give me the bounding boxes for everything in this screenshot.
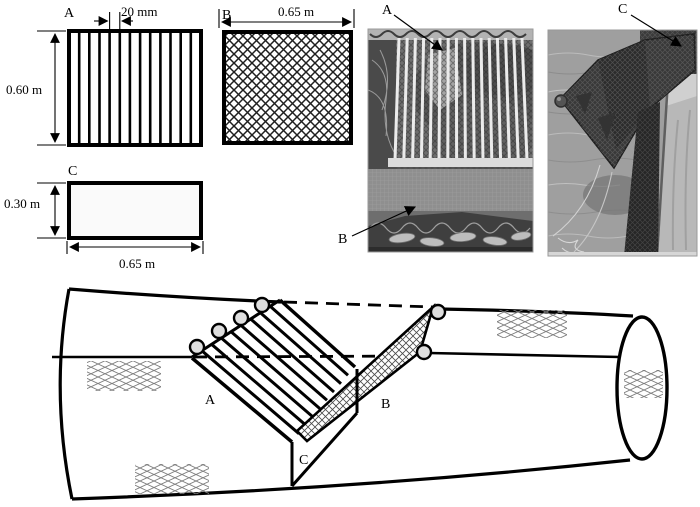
panel-c-label: C (68, 164, 77, 179)
panel-c-height-dimension (37, 182, 66, 239)
panel-a-spacing-dimension (94, 12, 133, 29)
photo2-float (554, 94, 568, 108)
trawl-label-c: C (299, 453, 308, 468)
panel-a-grid-bars (77, 32, 193, 144)
photo-grid-on-deck: A B (338, 3, 534, 253)
photo1-pointer-a-arrow (393, 14, 443, 51)
trawl-hidden-edges (193, 300, 434, 359)
photo2-pointer-c-arrow (630, 14, 682, 47)
photo1-fish (388, 231, 532, 247)
photo-net-over-side: C (547, 2, 698, 257)
panel-c-width-dimension (66, 241, 204, 254)
trawl-assembly-schematic: A B C (52, 287, 669, 501)
trawl-mesh-patches (87, 310, 663, 494)
trawl-floats (188, 296, 447, 361)
photo1-pointer-b-label: B (338, 232, 347, 247)
panel-a-schematic: A 20 mm 0.60 m (6, 4, 203, 147)
panel-c-frame (67, 181, 203, 240)
trawl-grid-a-bars (200, 305, 349, 435)
photo1-grid-bars (393, 37, 529, 161)
trawl-mesh-strip-b (295, 302, 436, 443)
panel-a-frame (67, 29, 203, 147)
trawl-label-b: B (381, 397, 390, 412)
panel-a-label: A (64, 6, 75, 21)
panel-a-height-text: 0.60 m (6, 82, 42, 97)
panel-c-schematic: C 0.30 m 0.65 m (4, 164, 204, 271)
photo1-grid-footrail (388, 158, 533, 167)
panel-b-mesh (222, 30, 353, 145)
panel-c-height-text: 0.30 m (4, 196, 40, 211)
panel-b-width-text: 0.65 m (278, 4, 314, 19)
panel-b-schematic: B 0.65 m (218, 4, 355, 145)
trawl-label-a: A (205, 393, 216, 408)
panel-b-width-dimension (218, 9, 355, 28)
trawl-grid-a (190, 298, 357, 444)
panel-c-width-text: 0.65 m (119, 256, 155, 271)
photo1-headrope (368, 29, 533, 40)
photo1-pointer-b-arrow (351, 206, 416, 237)
trawl-panel-c-edges (290, 369, 359, 487)
panel-a-spacing-text: 20 mm (121, 4, 157, 19)
photo2-pointer-c-label: C (618, 2, 627, 17)
panel-a-height-dimension (37, 30, 66, 146)
photo1-pointer-a-label: A (382, 3, 393, 18)
panel-b-label: B (222, 8, 231, 23)
